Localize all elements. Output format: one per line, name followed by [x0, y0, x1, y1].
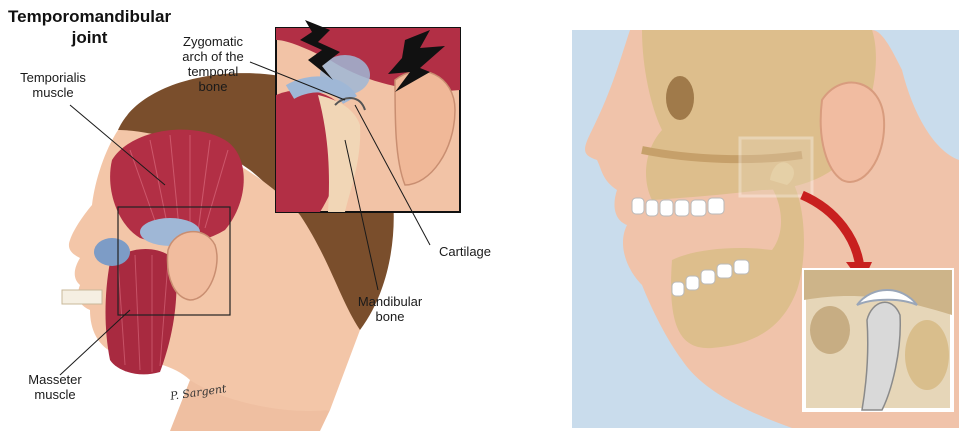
title-line-2: joint — [8, 27, 171, 48]
tmj-muscle-illustration: Temporomandibular joint Temporialis musc… — [0, 0, 560, 431]
title-line-1: Temporomandibular — [8, 6, 171, 27]
joint-inset — [804, 270, 952, 410]
joint-area — [94, 238, 130, 266]
inset-zoom — [276, 20, 460, 212]
diagram-title: Temporomandibular joint — [8, 6, 171, 48]
joint-highlight-box — [740, 138, 812, 196]
eye-socket — [666, 76, 694, 120]
jaw-bone-illustration — [572, 30, 959, 428]
head-muscle-drawing — [0, 0, 560, 431]
label-mandibular: Mandibular bone — [350, 294, 430, 324]
label-cartilage: Cartilage — [430, 244, 500, 259]
label-zygomatic: Zygomatic arch of the temporal bone — [168, 34, 258, 94]
teeth — [62, 290, 102, 304]
label-temporalis: Temporialis muscle — [18, 70, 88, 100]
label-masseter: Masseter muscle — [22, 372, 88, 402]
skull-jaw-drawing — [572, 30, 959, 428]
